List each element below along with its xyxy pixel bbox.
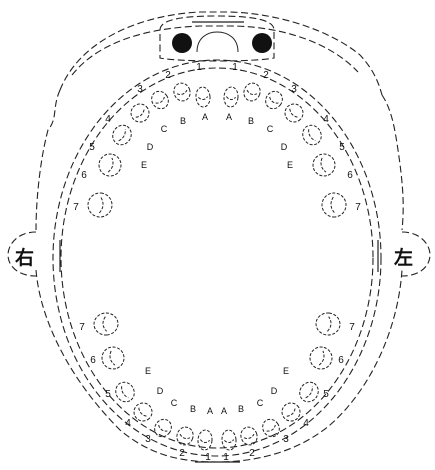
tooth-upper-left-6 [311, 152, 338, 179]
label-lower-right-A: A [207, 406, 213, 416]
tooth-lower-right-6 [100, 345, 127, 372]
side-label-right: 右 [14, 246, 34, 269]
label-lower-left-2: 2 [249, 448, 255, 459]
label-lower-left-7: 7 [349, 322, 355, 333]
side-tab-left: 左 [378, 232, 430, 276]
label-upper-right-B: B [180, 116, 186, 126]
label-upper-right-C: C [161, 124, 168, 134]
label-upper-left-D: D [281, 142, 288, 152]
palate-marker [160, 16, 274, 61]
label-upper-left-E: E [287, 160, 293, 170]
tooth-lower-right-4 [130, 399, 155, 424]
right-dot-icon [252, 33, 272, 53]
label-lower-left-5: 5 [323, 389, 329, 400]
label-lower-right-E: E [145, 366, 151, 376]
tooth-upper-right-2 [171, 81, 192, 103]
label-lower-left-D: D [271, 386, 278, 396]
label-upper-right-1: 1 [196, 62, 202, 73]
label-upper-left-2: 2 [263, 70, 269, 81]
label-upper-right-E: E [141, 160, 147, 170]
label-upper-left-4: 4 [323, 114, 329, 125]
label-upper-right-4: 4 [105, 114, 111, 125]
teeth-group [87, 81, 347, 451]
label-upper-left-5: 5 [339, 142, 345, 153]
side-label-left: 左 [394, 246, 413, 269]
label-upper-left-1: 1 [232, 62, 238, 73]
label-lower-left-6: 6 [338, 355, 344, 366]
tooth-upper-left-2 [241, 81, 262, 103]
label-upper-right-7: 7 [73, 202, 79, 213]
label-upper-left-A: A [226, 112, 232, 122]
label-lower-right-1: 1 [205, 452, 211, 463]
label-lower-left-4: 4 [303, 418, 309, 429]
tooth-lower-left-5 [296, 379, 322, 405]
tooth-upper-right-4 [127, 100, 152, 125]
tooth-upper-right-3 [148, 88, 171, 112]
label-lower-right-C: C [171, 398, 178, 408]
label-lower-right-2: 2 [179, 448, 185, 459]
tooth-upper-right-5 [109, 122, 135, 148]
label-upper-right-A: A [202, 112, 208, 122]
label-lower-right-D: D [157, 386, 164, 396]
label-upper-right-3: 3 [137, 84, 143, 95]
label-lower-right-5: 5 [105, 389, 111, 400]
tooth-lower-right-7 [93, 312, 119, 336]
label-upper-right-6: 6 [81, 170, 87, 181]
label-upper-left-3: 3 [291, 84, 297, 95]
label-lower-left-3: 3 [283, 434, 289, 445]
label-lower-left-C: C [257, 398, 264, 408]
tooth-upper-right-7 [87, 192, 113, 218]
label-lower-right-4: 4 [125, 418, 131, 429]
label-upper-right-2: 2 [165, 70, 171, 81]
tooth-upper-left-7 [321, 192, 347, 218]
label-lower-right-B: B [190, 404, 196, 414]
head-outline [36, 12, 403, 462]
label-upper-right-5: 5 [89, 142, 95, 153]
tooth-lower-right-5 [112, 379, 138, 405]
label-lower-left-A: A [221, 406, 227, 416]
label-lower-right-3: 3 [145, 434, 151, 445]
tooth-lower-left-7 [315, 312, 341, 336]
label-upper-left-7: 7 [355, 202, 361, 213]
tooth-lower-left-2 [238, 425, 259, 447]
tooth-upper-left-4 [281, 100, 306, 125]
tooth-upper-right-6 [97, 152, 124, 179]
label-lower-right-7: 7 [79, 322, 85, 333]
tooth-lower-left-6 [308, 345, 335, 372]
tooth-upper-right-1 [195, 86, 211, 107]
tooth-lower-left-3 [259, 416, 282, 440]
side-tab-right: 右 [8, 232, 60, 276]
tooth-upper-left-3 [262, 88, 285, 112]
mouth-cavity [53, 60, 381, 462]
label-lower-right-6: 6 [90, 355, 96, 366]
tooth-upper-left-1 [223, 86, 239, 107]
tooth-upper-left-5 [299, 122, 325, 148]
label-upper-left-C: C [267, 124, 274, 134]
label-upper-left-6: 6 [347, 170, 353, 181]
label-lower-left-E: E [283, 366, 289, 376]
label-lower-left-1: 1 [223, 452, 229, 463]
label-lower-left-B: B [238, 404, 244, 414]
left-dot-icon [172, 33, 192, 53]
label-upper-right-D: D [147, 142, 154, 152]
tooth-lower-left-4 [278, 399, 303, 424]
label-upper-left-B: B [248, 116, 254, 126]
